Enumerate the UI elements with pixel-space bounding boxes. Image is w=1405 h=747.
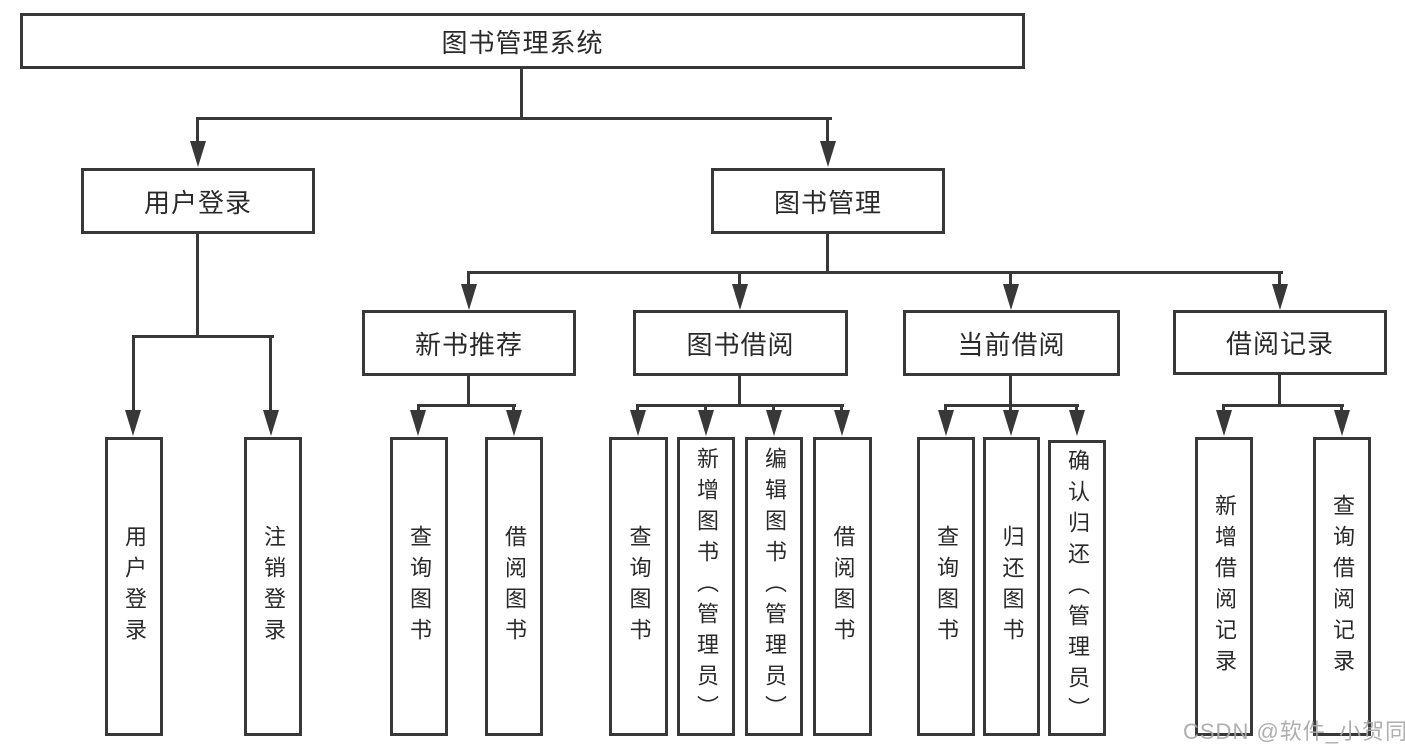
connector-line [1278, 375, 1281, 407]
leaf-add-book-admin: 新增图书（管理员） [677, 437, 735, 736]
arrow-down-icon [190, 141, 206, 167]
arrow-down-icon [1216, 410, 1232, 436]
connector-line [269, 335, 272, 412]
connector-line [738, 271, 741, 286]
leaf-label: 借阅图书 [502, 524, 527, 649]
connector-line [132, 335, 274, 338]
arrow-down-icon [938, 410, 954, 436]
node-book-management: 图书管理 [711, 168, 945, 234]
leaf-label: 编辑图书（管理员） [762, 447, 787, 726]
connector-line [1222, 404, 1344, 407]
connector-line [196, 117, 199, 143]
csdn-watermark: CSDN @软件_小贺同学 [1183, 719, 1405, 744]
connector-line [520, 69, 523, 119]
connector-line [826, 234, 829, 273]
arrow-down-icon [630, 410, 646, 436]
leaf-label: 新增图书（管理员） [694, 447, 719, 726]
arrow-down-icon [125, 410, 141, 436]
leaf-label: 查询图书 [934, 524, 959, 649]
arrow-down-icon [1003, 284, 1019, 310]
connector-line [1340, 404, 1343, 412]
connector-line [1075, 404, 1078, 412]
connector-line [1009, 271, 1012, 286]
leaf-logout: 注销登录 [244, 437, 302, 736]
connector-line [1222, 404, 1225, 412]
leaf-label: 查询图书 [407, 524, 432, 649]
leaf-confirm-return-admin: 确认归还（管理员） [1048, 440, 1106, 736]
connector-line [196, 117, 832, 120]
connector-line [132, 335, 135, 412]
arrow-down-icon [834, 410, 850, 436]
arrow-down-icon [263, 410, 279, 436]
leaf-borrow-book-recommend: 借阅图书 [485, 437, 543, 736]
leaf-label: 查询借阅记录 [1330, 493, 1355, 680]
leaf-query-book-borrow: 查询图书 [609, 437, 668, 736]
connector-line [467, 271, 1283, 274]
leaf-query-book-current: 查询图书 [917, 437, 975, 736]
connector-line [467, 271, 470, 286]
node-new-book-recommend: 新书推荐 [362, 310, 576, 376]
arrow-down-icon [461, 284, 477, 310]
connector-line [1278, 271, 1281, 286]
arrow-down-icon [732, 284, 748, 310]
connector-line [417, 404, 516, 407]
connector-line [512, 404, 515, 412]
connector-line [636, 404, 639, 412]
connector-line [196, 234, 199, 338]
connector-line [772, 404, 775, 412]
leaf-label: 查询图书 [626, 524, 652, 649]
leaf-label: 用户登录 [122, 524, 147, 649]
leaf-return-book: 归还图书 [983, 437, 1040, 736]
connector-line [1009, 376, 1012, 407]
connector-line [704, 404, 707, 412]
leaf-label: 注销登录 [261, 524, 286, 649]
leaf-user-login: 用户登录 [105, 437, 163, 736]
connector-line [738, 376, 741, 407]
leaf-borrow-book: 借阅图书 [813, 437, 872, 736]
node-current-borrow: 当前借阅 [903, 310, 1120, 376]
arrow-down-icon [820, 141, 836, 167]
leaf-edit-book-admin: 编辑图书（管理员） [745, 437, 803, 736]
connector-line [467, 376, 470, 407]
connector-line [417, 404, 420, 412]
leaf-label: 借阅图书 [830, 524, 856, 649]
leaf-query-book-recommend: 查询图书 [390, 437, 448, 736]
arrow-down-icon [506, 410, 522, 436]
node-root-library-system: 图书管理系统 [20, 13, 1025, 69]
leaf-query-borrow-record: 查询借阅记录 [1313, 437, 1371, 736]
node-user-login: 用户登录 [81, 168, 315, 234]
leaf-add-borrow-record: 新增借阅记录 [1195, 437, 1253, 736]
connector-line [826, 117, 829, 143]
node-book-borrow: 图书借阅 [633, 310, 848, 376]
arrow-down-icon [410, 410, 426, 436]
connector-line [840, 404, 843, 412]
leaf-label: 归还图书 [999, 524, 1025, 649]
connector-line [944, 404, 947, 412]
connector-line [1009, 404, 1012, 412]
arrow-down-icon [1334, 410, 1350, 436]
arrow-down-icon [698, 410, 714, 436]
arrow-down-icon [1272, 284, 1288, 310]
connector-line [636, 404, 844, 407]
arrow-down-icon [1069, 410, 1085, 436]
leaf-label: 确认归还（管理员） [1065, 448, 1090, 728]
arrow-down-icon [766, 410, 782, 436]
node-borrow-record: 借阅记录 [1173, 310, 1387, 375]
leaf-label: 新增借阅记录 [1212, 493, 1237, 680]
arrow-down-icon [1003, 410, 1019, 436]
